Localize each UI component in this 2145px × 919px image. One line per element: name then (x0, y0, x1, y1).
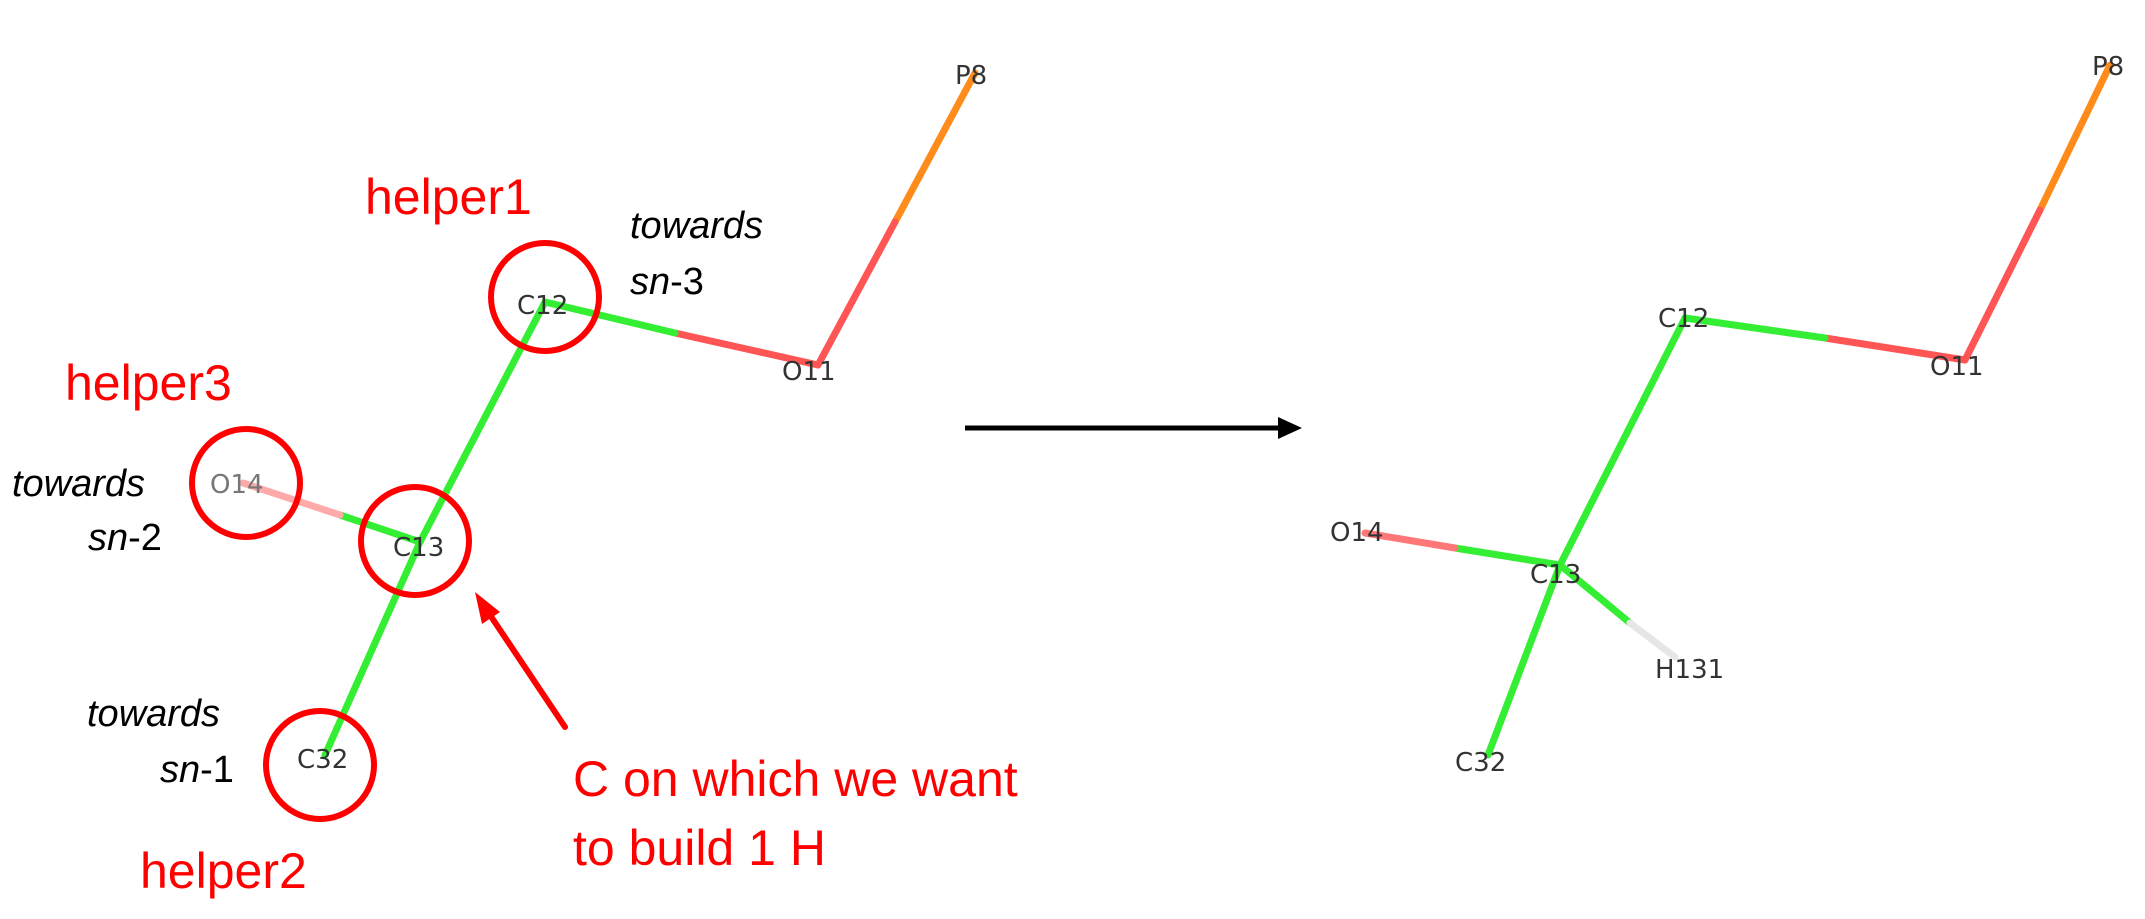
helper1-label: helper1 (365, 169, 532, 225)
bond-p8-o11-red-right (1961, 206, 2044, 364)
atom-label-o14-right: O14 (1330, 518, 1384, 548)
bond-o11-c12-red (671, 329, 822, 369)
bond-p8-o11-red (814, 218, 899, 369)
atom-label-c12-right: C12 (1658, 304, 1709, 334)
target-carbon-highlight-circle (358, 484, 472, 598)
helper2-label: helper2 (140, 843, 307, 899)
bond-p8-o11-orange-right (2036, 61, 2114, 214)
direction-sn3-value: sn-3 (630, 261, 704, 303)
helper3-label: helper3 (65, 355, 232, 411)
helper3-highlight-circle (189, 426, 303, 540)
direction-sn3: towards sn-3 (630, 205, 763, 303)
atom-label-o11-right: O11 (1930, 352, 1984, 382)
left-molecule: P8 O11 C12 C13 O14 C32 helper1 helper3 h… (12, 61, 1018, 899)
right-molecule: P8 O11 C12 C13 O14 C32 H131 (1330, 52, 2124, 778)
bond-c12-c13-right (1556, 314, 1689, 569)
bond-o11-c12-green (541, 298, 679, 337)
target-note-line1: C on which we want (573, 751, 1018, 807)
bond-p8-o11-orange (891, 69, 979, 226)
bond-c13-c32-right (1484, 561, 1564, 759)
direction-sn1-towards: towards (87, 693, 220, 735)
target-note-line2: to build 1 H (573, 820, 826, 876)
atom-label-c32: C32 (297, 745, 348, 775)
bond-c13-o14-green-right (1451, 544, 1564, 569)
bond-c13-o14-red-right (1361, 529, 1459, 552)
direction-sn2-towards: towards (12, 463, 145, 505)
bond-o11-c12-green-right (1681, 314, 1829, 342)
atom-label-c32-right: C32 (1455, 748, 1506, 778)
bond-o11-c12-red-right (1821, 334, 1969, 364)
bond-c13-o14-green (336, 511, 424, 546)
atom-label-p8-right: P8 (2092, 52, 2124, 82)
helper1-highlight-circle (488, 240, 602, 354)
direction-sn3-towards: towards (630, 205, 763, 247)
atom-label-c13-right: C13 (1530, 560, 1581, 590)
direction-sn1: towards sn-1 (87, 693, 234, 791)
pointer-arrow-icon (475, 592, 568, 730)
bond-c13-h131-grey-right (1626, 619, 1679, 661)
bond-c12-c13 (416, 298, 549, 546)
atom-label-h131-right: H131 (1655, 655, 1724, 685)
atom-label-o11: O11 (782, 357, 836, 387)
atom-label-c12: C12 (517, 291, 568, 321)
atom-label-p8: P8 (955, 61, 987, 91)
atom-label-c13: C13 (393, 533, 444, 563)
direction-sn2: towards sn-2 (12, 463, 162, 559)
direction-sn1-value: sn-1 (160, 749, 234, 791)
direction-sn2-value: sn-2 (88, 517, 162, 559)
bond-c13-o14-red (239, 479, 344, 519)
helper2-highlight-circle (263, 708, 377, 822)
right-arrow-icon (965, 417, 1302, 439)
bond-c13-c32 (321, 538, 424, 759)
bond-c13-h131-green-right (1556, 561, 1634, 627)
atom-label-o14: O14 (210, 470, 264, 500)
